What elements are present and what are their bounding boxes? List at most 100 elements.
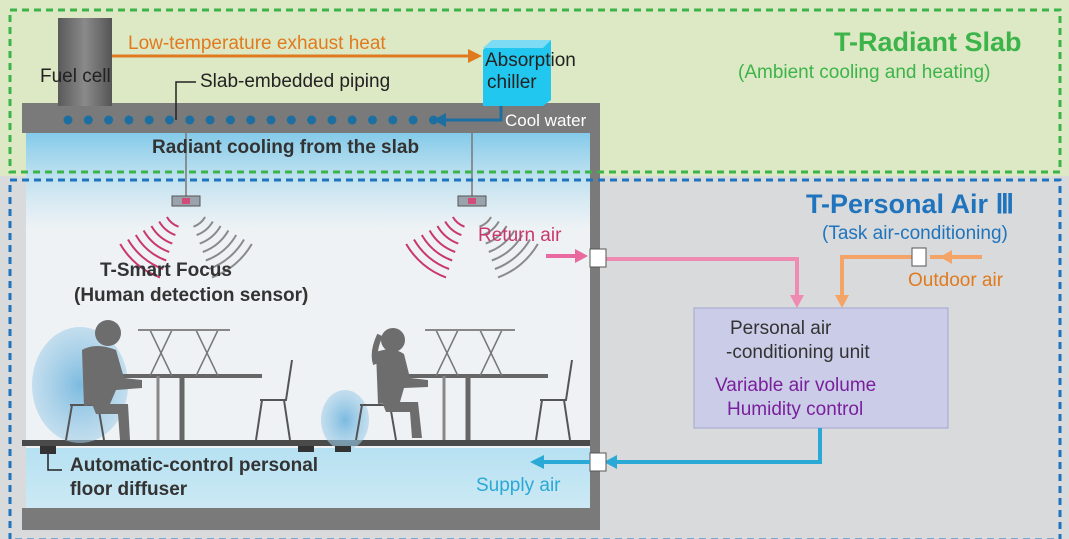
cool-water-label: Cool water [505,111,587,130]
ac-unit-feature-vav: Variable air volume [715,375,877,396]
supply-air-duct [616,428,822,464]
sensor-wave-arc [127,238,164,270]
radiant-slab-subtitle: (Ambient cooling and heating) [738,62,991,83]
sensor-wave-arc [485,225,508,245]
ac-unit-label-line1: Personal air [730,318,832,339]
outdoor-air-duct [840,255,912,296]
sensor-wave-arc [444,220,462,237]
supply-air-grille [589,452,607,472]
sensor-wave-arc [428,229,456,253]
sensor-wave-arc [193,216,206,228]
pipe-dot [246,115,256,125]
floor-diffuser-center [298,446,314,452]
radiant-slab-title: T-Radiant Slab [834,27,1022,57]
pipe-dot [185,115,195,125]
pipe-dot [205,115,215,125]
pipe-dot [286,115,296,125]
sensor-wave-arc [482,220,500,237]
sensor-wave-arc [420,234,453,262]
sensor-wave-arc [497,243,539,279]
sensor-wave-arc [479,216,492,228]
pipe-dot [327,115,337,125]
pipe-dot [104,115,114,125]
pipe-dot [124,115,134,125]
piping-leader-line [175,81,196,120]
diffuser-leader-line [47,454,62,471]
ac-unit-label-line2: -conditioning unit [726,342,870,363]
right-wall [590,128,600,530]
sensor-wave-arc [199,225,222,245]
return-air-grille [589,248,607,268]
sensor-wave-arc [452,216,465,228]
return-air-arrowhead [575,249,588,263]
occupant-left [82,320,142,440]
pipe-dot [266,115,276,125]
ac-unit-feature-humidity: Humidity control [727,399,864,420]
sensor-right-eye [468,198,476,204]
pipe-dot [388,115,398,125]
diffuser-label-line2: floor diffuser [70,479,188,500]
sensor-wave-arc [436,225,459,245]
cool-water-arrowhead [433,113,446,127]
ac-unit-box [693,307,949,429]
floor-slab [22,508,600,530]
exhaust-arrowhead [468,49,482,63]
sensor-wave-arc [202,229,230,253]
sensor-wave-arc [134,234,167,262]
sensor-label-line1: T-Smart Focus [100,260,232,281]
pipe-dot [347,115,357,125]
fuel-cell [58,18,112,106]
chiller-label-line1: Absorption [485,50,576,71]
pipe-dot [63,115,73,125]
return-air-duct-arrowhead [790,295,804,308]
sensor-wave-arc [119,243,161,279]
absorption-chiller [483,40,551,106]
raised-floor [22,440,600,446]
radiant-cooling-label: Radiant cooling from the slab [152,137,420,158]
floor-plenum [26,448,592,510]
diffuser-label-line1: Automatic-control personal [70,455,319,476]
personal-air-title: T-Personal Air Ⅲ [806,189,1015,219]
slab-piping-label: Slab-embedded piping [200,71,391,92]
exhaust-heat-label: Low-temperature exhaust heat [128,33,386,54]
personal-zone-border [8,178,1062,539]
floor-diffuser-right [335,446,351,452]
personal-air-subtitle: (Task air-conditioning) [822,223,1008,244]
sensor-waves [119,216,539,279]
floor-diffuser-left [40,446,56,454]
fuel-cell-label: Fuel cell [40,66,111,87]
pipe-dot [307,115,317,125]
sensor-wave-arc [413,238,450,270]
sensor-wave-arc [196,220,214,237]
sensor-wave-arc [211,243,253,279]
chiller-top [483,40,551,48]
pipe-dot [368,115,377,125]
pipe-dot [165,115,174,125]
pipe-dot [144,115,154,125]
personal-air-zone-right [321,390,369,450]
sensor-wave-arc [158,220,176,237]
sensor-left-eye [182,198,190,204]
outdoor-air-duct-arrowhead [835,295,849,308]
return-air-duct [606,257,799,296]
supply-air-arrowhead [530,455,544,469]
sensor-wave-arc [491,234,524,262]
pipe-dot [83,115,93,125]
sensor-label-line2: (Human detection sensor) [74,285,309,306]
cool-water-arrow [445,106,503,122]
pipe-dot [408,115,418,125]
outdoor-air-damper [911,247,927,267]
sensor-wave-arc [166,216,179,228]
chiller-label-line2: chiller [487,72,537,93]
return-air-label: Return air [478,225,562,246]
sensor-wave-arc [142,229,170,253]
occupant-right [371,328,428,438]
supply-air-duct-arrowhead [604,455,617,469]
sensor-wave-arc [405,243,447,279]
sensor-wave-arc [205,234,238,262]
supply-air-label: Supply air [476,475,561,496]
sensor-wave-arc [208,238,245,270]
radiant-zone-border [8,8,1062,174]
